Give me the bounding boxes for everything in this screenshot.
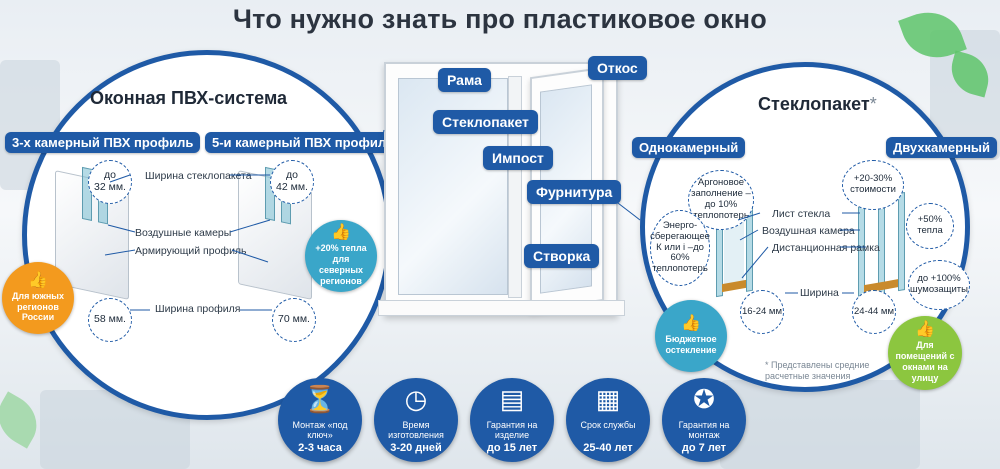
glass-width-label: Ширина стеклопакета	[145, 170, 252, 182]
background-blur	[720, 380, 920, 469]
document-icon: ✪	[693, 384, 715, 414]
hourglass-icon: ⏳	[303, 384, 337, 414]
window-label-stvorka: Створка	[524, 244, 600, 268]
window-label-impost: Импост	[483, 146, 553, 170]
cost-note: +20-30% стоимости	[842, 160, 904, 210]
window-label-steklopaket: Стеклопакет	[433, 110, 538, 134]
energy-saving-note: Энерго- сберегающее К или i –до 60% тепл…	[650, 210, 710, 286]
single-chamber-label: Однокамерный	[632, 137, 746, 158]
dimension-double: 24-44 мм	[852, 290, 896, 334]
window-sill	[378, 300, 625, 316]
badge-street: 👍 Для помещений с окнами на улицу	[888, 316, 962, 390]
air-chambers-label: Воздушные камеры	[135, 227, 232, 239]
thumbs-up-icon: 👍	[681, 315, 701, 333]
profile-width-label: Ширина профиля	[155, 303, 241, 315]
window-label-otkos: Откос	[588, 56, 647, 80]
info-install-warranty: ✪ Гарантия на монтаж до 7 лет	[662, 378, 746, 462]
glass-sheet-label: Лист стекла	[772, 208, 831, 220]
pvc-system-title: Оконная ПВХ-система	[90, 88, 288, 108]
dimension-5-profile: 70 мм.	[272, 298, 316, 342]
info-manufacturing: ◷ Время изготовления 3-20 дней	[374, 378, 458, 462]
calendar-icon: ▦	[595, 384, 621, 414]
unit-width-label: Ширина	[800, 287, 839, 299]
page-title: Что нужно знать про пластиковое окно	[232, 4, 768, 34]
window-label-furnitura: Фурнитура	[527, 180, 622, 204]
badge-south-regions: 👍 Для южных регионов России	[2, 262, 74, 334]
noise-note: до +100% шумозащиты	[908, 260, 970, 310]
info-installation: ⏳ Монтаж «под ключ» 2-3 часа	[278, 378, 362, 462]
glass-unit-title: Стеклопакет*	[758, 94, 877, 114]
badge-north-regions: 👍 +20% тепла для северных регионов	[305, 220, 377, 292]
thumbs-up-icon: 👍	[331, 224, 351, 242]
dimension-single: 16-24 мм	[740, 290, 784, 334]
clock-icon: ◷	[404, 384, 428, 414]
spacer-frame-label: Дистанционная рамка	[772, 242, 880, 254]
info-product-warranty: ▤ Гарантия на изделие до 15 лет	[470, 378, 554, 462]
info-service-life: ▦ Срок службы 25-40 лет	[566, 378, 650, 462]
profile-5-chamber-label: 5-и камерный ПВХ профиль	[205, 132, 402, 153]
footnote: * Представлены средние расчетные значени…	[765, 360, 870, 381]
profile-3-chamber-label: 3-х камерный ПВХ профиль	[5, 132, 201, 153]
dimension-3-profile: 58 мм.	[88, 298, 132, 342]
air-chamber-label: Воздушная камера	[762, 225, 855, 237]
thumbs-up-icon: 👍	[28, 271, 48, 289]
badge-budget: 👍 Бюджетное остекление	[655, 300, 727, 372]
certificate-icon: ▤	[499, 384, 525, 414]
dimension-3-glass: до 32 мм.	[88, 160, 132, 204]
double-chamber-label: Двухкамерный	[886, 137, 998, 158]
thumbs-up-icon: 👍	[915, 321, 935, 339]
reinforcing-profile-label: Армирующий профиль	[135, 245, 247, 257]
warm-note: +50% тепла	[906, 203, 954, 249]
window-label-rama: Рама	[438, 68, 491, 92]
dimension-5-glass: до 42 мм.	[270, 160, 314, 204]
